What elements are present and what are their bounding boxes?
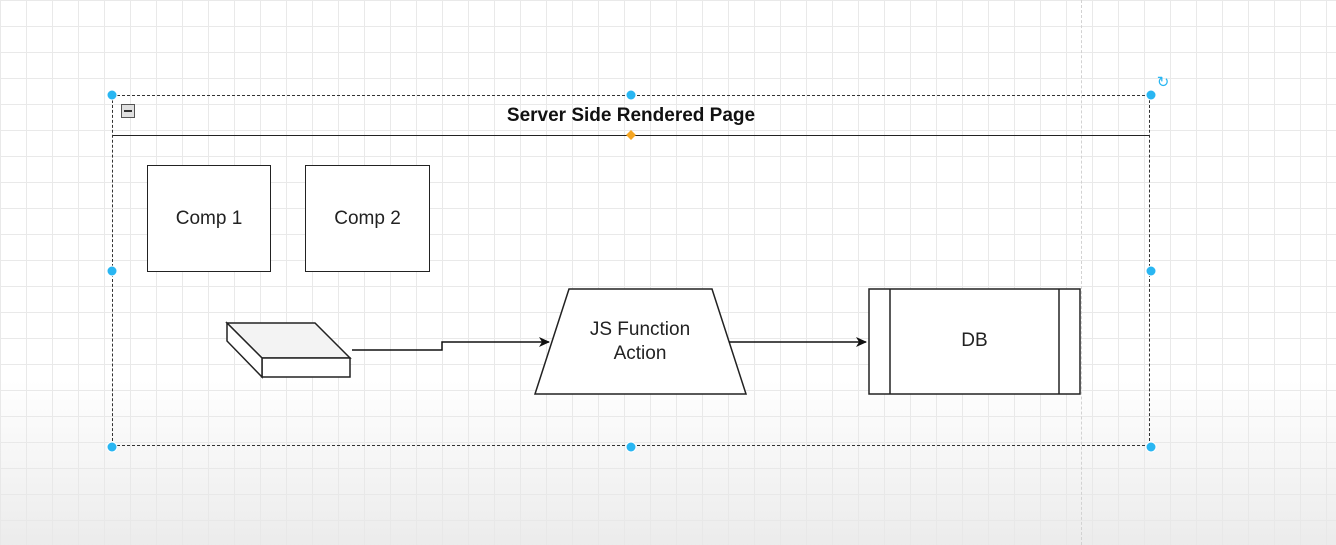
db-shape[interactable] [868,288,1081,395]
resize-handle-bottom-right[interactable] [1146,442,1156,452]
collapse-icon[interactable] [121,104,135,118]
resize-handle-bottom-center[interactable] [626,442,636,452]
resize-handle-middle-left[interactable] [107,266,117,276]
resize-handle-middle-right[interactable] [1146,266,1156,276]
js-function-action-label: JS Function Action [560,318,720,366]
resize-handle-top-right[interactable] [1146,90,1156,100]
js-function-action-shape[interactable] [533,288,748,395]
db-label: DB [961,330,988,351]
rotate-icon[interactable]: ↻ [1156,74,1170,91]
container-title: Server Side Rendered Page [506,104,756,126]
connector-button-to-js-function[interactable] [352,337,550,351]
comp-1-box[interactable]: Comp 1 [147,165,271,272]
page-guide-line [1081,0,1082,545]
js-function-label-line2: Action [613,343,667,364]
js-function-label-line1: JS Function [589,319,691,340]
button-shape[interactable] [225,321,352,379]
resize-handle-bottom-left[interactable] [107,442,117,452]
resize-handle-top-center[interactable] [626,90,636,100]
resize-handle-top-left[interactable] [107,90,117,100]
